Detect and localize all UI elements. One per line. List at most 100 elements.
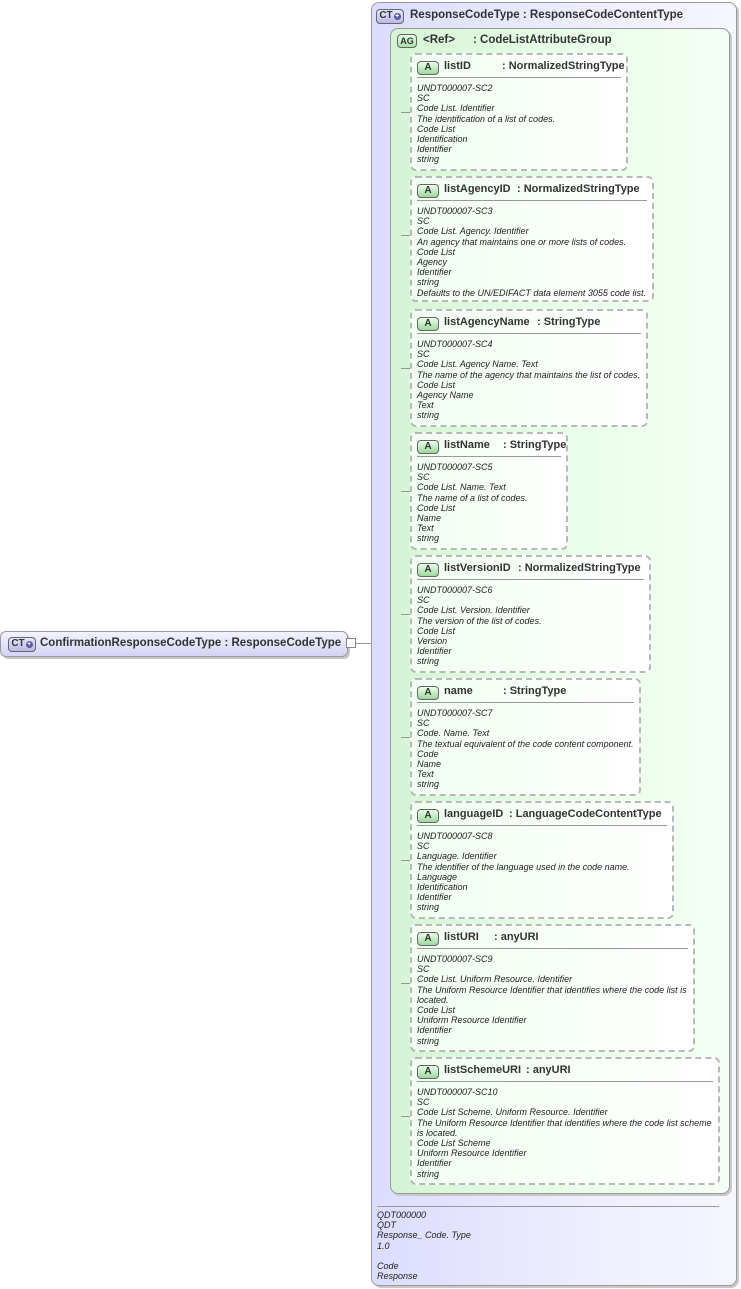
documentation-line: Name — [417, 513, 442, 524]
documentation-line: string — [417, 779, 440, 790]
documentation-line: Identifier — [417, 144, 452, 155]
root-complex-type-node[interactable]: CT+ ConfirmationResponseCodeType : Respo… — [0, 631, 348, 657]
documentation-line: Agency Name — [417, 390, 474, 401]
attribute-name: languageID — [444, 808, 504, 820]
attribute-separator — [417, 200, 647, 201]
documentation-line: Uniform Resource Identifier — [417, 1148, 527, 1159]
documentation-line: Name — [417, 759, 442, 770]
documentation-line: QDT000000 — [377, 1210, 427, 1220]
documentation-line: Agency — [417, 257, 448, 268]
documentation-line: Code List — [417, 625, 456, 636]
documentation-line: UNDT000007-SC4 — [417, 339, 493, 349]
attribute-icon: A — [417, 184, 439, 198]
documentation-line: Version — [417, 636, 448, 647]
documentation-line: Response_ Code. Type — [377, 1230, 471, 1241]
attribute-name: name — [444, 685, 473, 697]
attribute-type: : anyURI — [494, 931, 539, 943]
documentation-line: string — [417, 154, 440, 165]
documentation-line: The textual equivalent of the code conte… — [417, 738, 634, 749]
documentation-line: Code. Name. Text — [417, 728, 490, 739]
documentation-line: The Uniform Resource Identifier that ide… — [417, 1117, 712, 1138]
documentation-line: string — [417, 533, 440, 544]
documentation-line: Code List. Identifier — [417, 103, 495, 114]
documentation-line: Code List Scheme. Uniform Resource. Iden… — [417, 1107, 608, 1118]
documentation-line: UNDT000007-SC9 — [417, 954, 493, 964]
documentation-line: Language. Identifier — [417, 851, 497, 862]
attribute-type: : LanguageCodeContentType — [509, 808, 662, 820]
complex-type-title: ResponseCodeType : ResponseCodeContentTy… — [410, 9, 684, 21]
tree-branch-line — [401, 491, 410, 492]
attribute-separator — [417, 456, 561, 457]
documentation-line: string — [417, 410, 440, 421]
documentation-line: Code — [377, 1261, 399, 1271]
attribute-group-name: <Ref> — [423, 34, 455, 46]
attribute-icon: A — [417, 563, 439, 577]
documentation-line: SC — [417, 93, 430, 104]
documentation-line: Defaults to the UN/EDIFACT data element … — [417, 287, 646, 298]
attribute-type: : StringType — [503, 439, 567, 451]
documentation-line: SC — [417, 841, 430, 852]
documentation-line: SC — [417, 595, 430, 606]
complex-type-icon: CT+ — [376, 9, 404, 24]
documentation-line: Language — [417, 871, 458, 882]
attribute-separator — [417, 702, 634, 703]
documentation-line: Text — [417, 400, 434, 411]
attribute-type: : StringType — [503, 685, 567, 697]
documentation-line: Identifier — [417, 267, 452, 278]
attribute-name: listAgencyID — [444, 183, 511, 195]
documentation-line: string — [417, 1168, 440, 1179]
documentation-line: SC — [417, 216, 430, 227]
attribute-group-icon: AG — [397, 34, 417, 48]
tree-branch-line — [401, 235, 410, 236]
documentation-line: The name of the agency that maintains th… — [417, 369, 641, 380]
documentation-line: The identification of a list of codes. — [417, 113, 556, 124]
documentation-line: string — [417, 656, 440, 667]
tree-branch-line — [401, 368, 410, 369]
attribute-name: listName — [444, 439, 490, 451]
documentation-line: UNDT000007-SC5 — [417, 462, 493, 472]
documentation-line: SC — [417, 1097, 430, 1108]
tree-branch-line — [401, 1116, 410, 1117]
expand-collapse-toggle[interactable] — [346, 638, 356, 648]
attribute-name: listURI — [444, 931, 479, 943]
attribute-icon: A — [417, 809, 439, 823]
documentation-line: Identifier — [417, 1158, 452, 1169]
documentation-line: 1.0 — [377, 1240, 390, 1251]
documentation-line: The identifier of the language used in t… — [417, 861, 630, 872]
documentation-line: Code List. Agency. Identifier — [417, 226, 529, 237]
documentation-line: SC — [417, 964, 430, 975]
attribute-separator — [417, 333, 641, 334]
tree-branch-line — [401, 860, 410, 861]
documentation-line: Code List. Uniform Resource. Identifier — [417, 974, 573, 985]
attribute-separator — [417, 948, 688, 949]
documentation-line: An agency that maintains one or more lis… — [417, 236, 627, 247]
documentation-line: Code List — [417, 379, 456, 390]
documentation-line: QDT — [377, 1220, 396, 1231]
documentation-line: Code List — [417, 1005, 456, 1016]
documentation-line: Code List. Agency Name. Text — [417, 359, 538, 370]
documentation-line: string — [417, 902, 440, 913]
documentation-line: UNDT000007-SC8 — [417, 831, 493, 841]
attribute-type: : StringType — [537, 316, 601, 328]
attribute-name: listVersionID — [444, 562, 511, 574]
documentation-line: UNDT000007-SC7 — [417, 708, 493, 718]
attribute-icon: A — [417, 440, 439, 454]
attribute-group-type: : CodeListAttributeGroup — [473, 34, 612, 46]
attribute-separator — [417, 825, 667, 826]
documentation-line: Code List — [417, 123, 456, 134]
